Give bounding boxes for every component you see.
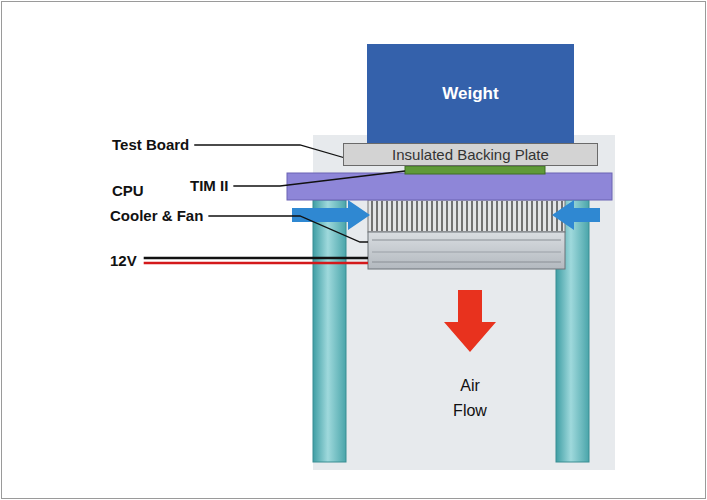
fin-line — [446, 201, 448, 231]
heatsink-fins — [368, 200, 565, 232]
fin-line — [516, 201, 518, 231]
fin-line — [496, 201, 498, 231]
fin-line — [426, 201, 428, 231]
leader-line — [208, 216, 368, 242]
fin-line — [396, 201, 398, 231]
fin-line — [386, 201, 388, 231]
fin-line — [471, 201, 473, 231]
fan-line — [372, 262, 561, 263]
fin-line — [466, 201, 468, 231]
airflow-arrow — [552, 200, 600, 230]
node-text: Insulated Backing Plate — [392, 146, 549, 163]
cpu-tim-layer — [405, 166, 545, 174]
fin-line — [431, 201, 433, 231]
test-board — [287, 173, 612, 200]
fin-line — [456, 201, 458, 231]
fin-line — [476, 201, 478, 231]
part-label: CPU — [112, 182, 144, 200]
airflow-label: Air Flow — [453, 373, 487, 423]
fin-line — [371, 201, 373, 231]
fin-line — [536, 201, 538, 231]
fin-line — [451, 201, 453, 231]
fin-line — [491, 201, 493, 231]
power-wire — [144, 257, 368, 260]
fin-line — [381, 201, 383, 231]
fin-line — [526, 201, 528, 231]
fin-line — [401, 201, 403, 231]
fin-line — [461, 201, 463, 231]
fan-line — [372, 240, 561, 241]
fin-line — [411, 201, 413, 231]
fin-line — [486, 201, 488, 231]
fin-lines — [372, 201, 562, 231]
fin-line — [511, 201, 513, 231]
leader-line — [194, 145, 352, 160]
fin-line — [421, 201, 423, 231]
part-label: Test Board — [112, 136, 189, 154]
support-column — [313, 200, 346, 462]
fan-body — [368, 232, 565, 269]
airflow-arrow — [292, 200, 370, 230]
node-text: Weight — [442, 84, 498, 104]
power-wire — [144, 262, 368, 265]
fin-line — [551, 201, 553, 231]
part-label: TIM II — [190, 177, 228, 195]
signal-label: 12V — [110, 252, 137, 270]
fin-line — [376, 201, 378, 231]
weight-block: Weight — [367, 44, 574, 143]
part-label: Cooler & Fan — [110, 207, 203, 225]
fin-line — [416, 201, 418, 231]
fin-line — [506, 201, 508, 231]
fin-line — [541, 201, 543, 231]
fin-line — [481, 201, 483, 231]
fin-line — [406, 201, 408, 231]
fin-line — [546, 201, 548, 231]
fin-line — [521, 201, 523, 231]
airflow-arrow — [444, 290, 496, 352]
fin-line — [531, 201, 533, 231]
fin-line — [391, 201, 393, 231]
fan-line — [372, 252, 561, 253]
fin-line — [436, 201, 438, 231]
fin-line — [501, 201, 503, 231]
leader-line — [233, 171, 405, 186]
fin-line — [441, 201, 443, 231]
backing-plate: Insulated Backing Plate — [343, 143, 598, 166]
